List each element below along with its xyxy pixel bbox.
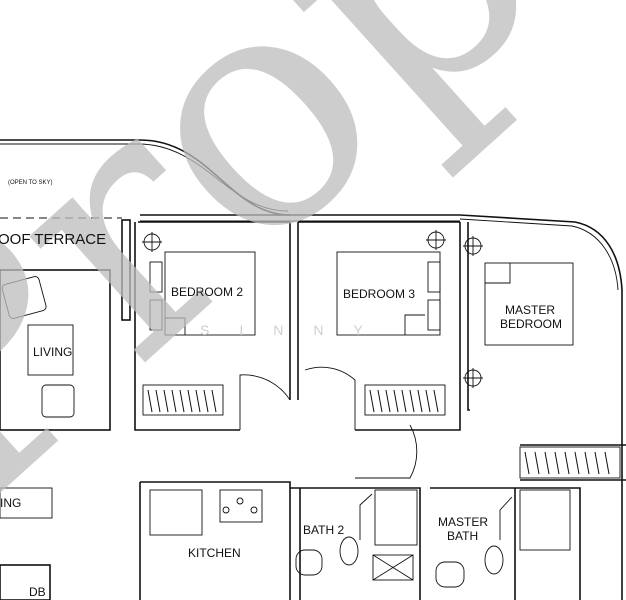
master-bedroom-label-2: BEDROOM	[500, 317, 562, 331]
outer-walls	[0, 139, 623, 600]
kitchen-label: KITCHEN	[188, 546, 241, 560]
living-label: LIVING	[33, 345, 72, 359]
furniture	[0, 230, 621, 588]
watermark: Prop SINNY	[0, 0, 609, 578]
bedroom-2-label: BEDROOM 2	[171, 285, 243, 299]
master-bath-label-1: MASTER	[438, 515, 488, 529]
master-bath-label-2: BATH	[447, 529, 478, 543]
master-bedroom-label-1: MASTER	[505, 303, 555, 317]
roof-terrace-label: OOF TERRACE	[0, 231, 106, 248]
bath-2-label: BATH 2	[303, 523, 344, 537]
room-labels: (OPEN TO SKY) OOF TERRACE LIVING ING BED…	[0, 180, 562, 599]
interior-walls	[0, 219, 626, 600]
doors	[239, 366, 418, 479]
dining-label: ING	[0, 496, 21, 510]
svg-text:SINNY: SINNY	[200, 322, 393, 338]
svg-text:Prop: Prop	[0, 0, 609, 578]
bedroom-3-label: BEDROOM 3	[343, 287, 415, 301]
open-to-sky-label: (OPEN TO SKY)	[8, 180, 52, 186]
db-label: DB	[29, 585, 46, 599]
